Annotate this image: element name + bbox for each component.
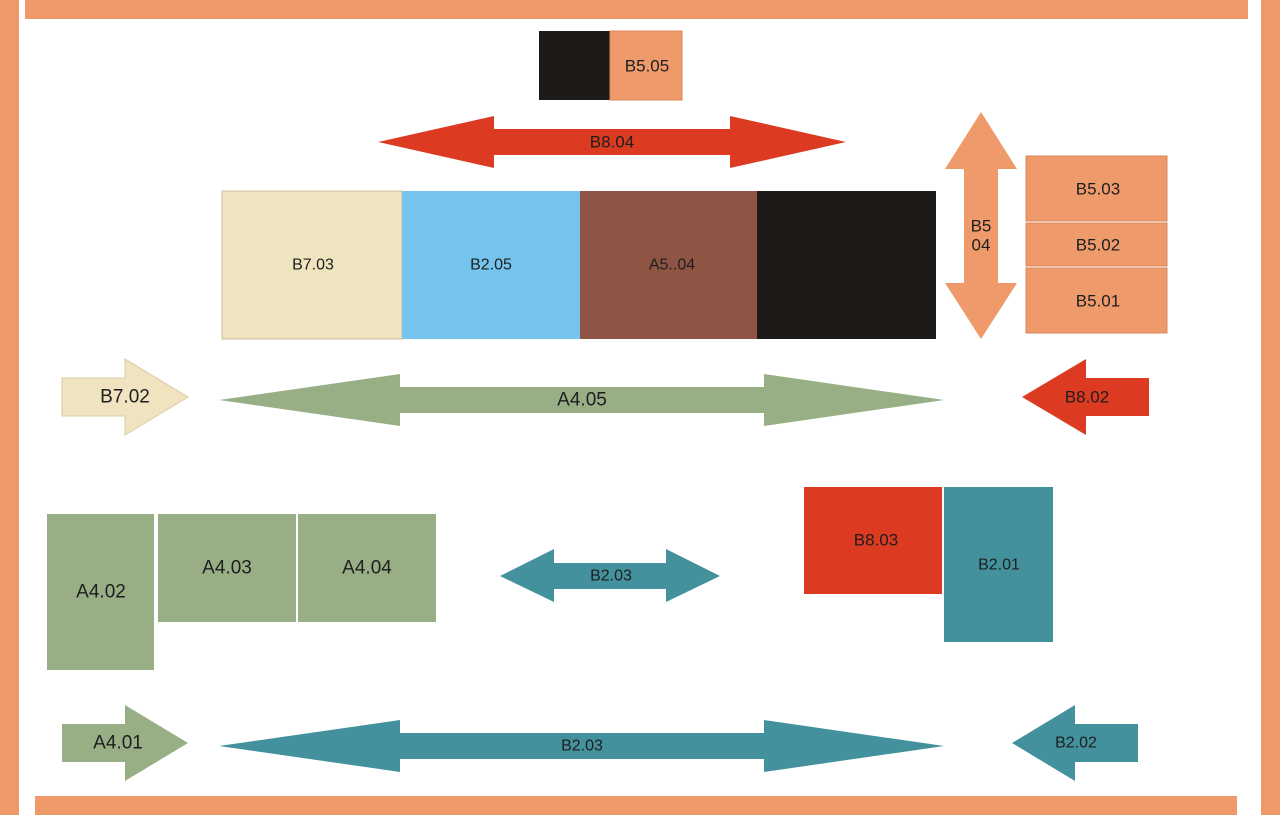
label-b2-03-large: B2.03 [561, 738, 603, 755]
block-black-top [539, 31, 610, 100]
block-b5-05 [609, 30, 683, 101]
block-a5-04 [580, 191, 757, 339]
label-a4-04: A4.04 [342, 558, 392, 579]
label-b8-02: B8.02 [1065, 388, 1109, 407]
border-top [25, 0, 1248, 19]
block-b2-05 [402, 191, 580, 339]
label-b2-03-small: B2.03 [590, 568, 632, 585]
arrow-b7-02 [61, 358, 189, 436]
border-bottom [35, 796, 1237, 815]
label-b5-03: B5.03 [1076, 180, 1120, 199]
label-b5-05: B5.05 [625, 57, 669, 76]
label-a4-01: A4.01 [93, 733, 143, 754]
arrow-b2-02 [1012, 705, 1138, 781]
label-b8-04: B8.04 [590, 133, 634, 152]
block-b7-03 [221, 190, 403, 340]
label-b8-03: B8.03 [854, 531, 898, 550]
border-left [0, 0, 19, 815]
block-b2-01 [944, 487, 1053, 642]
block-b5-02 [1025, 222, 1168, 267]
label-b2-02: B2.02 [1055, 735, 1097, 752]
arrow-a4-01 [62, 705, 188, 781]
block-a4-04 [298, 514, 436, 622]
border-right [1261, 0, 1280, 815]
block-b5-03 [1025, 155, 1168, 222]
label-b5-02: B5.02 [1076, 236, 1120, 255]
arrow-a4-05 [219, 374, 944, 426]
label-b2-05: B2.05 [470, 257, 512, 274]
block-a4-03 [158, 514, 296, 622]
block-black-main [757, 191, 936, 339]
block-b5-01 [1025, 267, 1168, 334]
label-b5-04-line1: B5 [971, 217, 992, 236]
arrow-b8-02 [1022, 359, 1149, 435]
block-a4-02 [47, 514, 154, 670]
block-b8-03 [804, 487, 942, 594]
label-b5-04-line2: 04 [972, 236, 991, 255]
label-b5-01: B5.01 [1076, 292, 1120, 311]
label-b2-01: B2.01 [978, 557, 1020, 574]
arrow-b2-03-large [219, 720, 944, 772]
label-a4-02: A4.02 [76, 582, 126, 603]
label-b7-03: B7.03 [292, 257, 334, 274]
arrow-b8-04 [378, 116, 846, 168]
arrow-b2-03-small [500, 549, 720, 602]
arrow-b5-04 [945, 112, 1017, 339]
label-a5-04: A5..04 [649, 257, 695, 274]
label-a4-03: A4.03 [202, 558, 252, 579]
label-b7-02: B7.02 [100, 387, 150, 408]
label-a4-05: A4.05 [557, 390, 607, 411]
